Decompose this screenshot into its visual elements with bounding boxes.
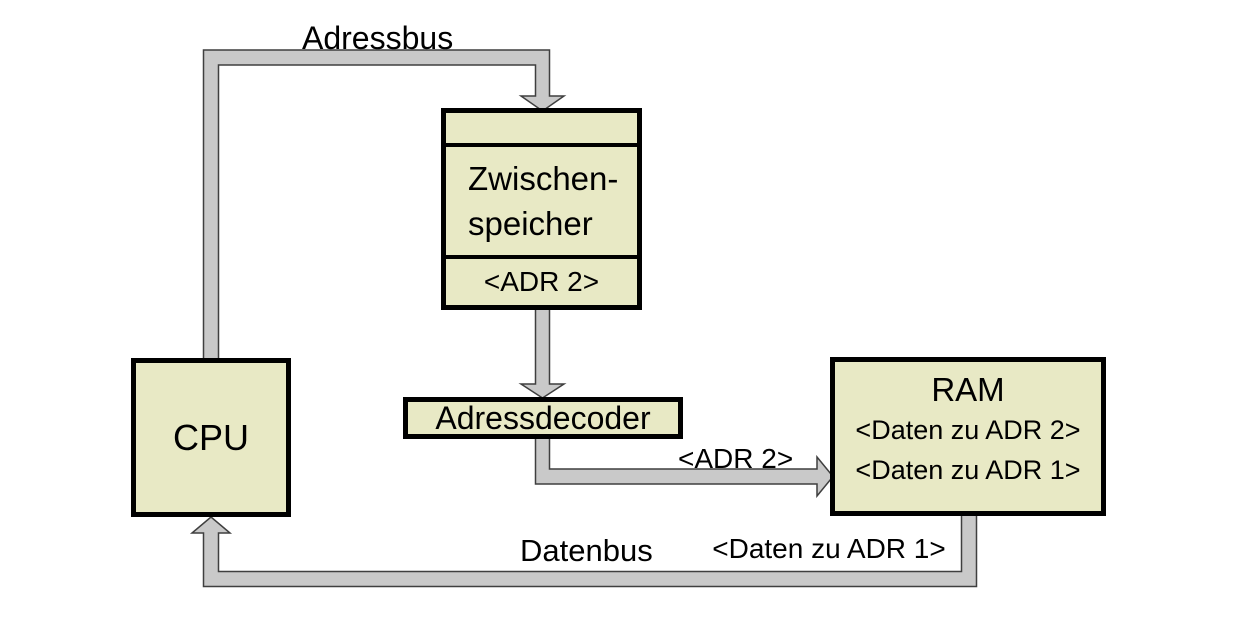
adr2-wire-label: <ADR 2> (678, 443, 794, 474)
adressbus-pipe-arrow (202, 49, 567, 364)
buffer-address-slot: <ADR 2> (446, 259, 637, 305)
cpu-node: CPU (131, 358, 291, 517)
buffer-to-decoder-pipe-arrow (518, 302, 567, 399)
daten-zu-adr1-wire-label: <Daten zu ADR 1> (698, 530, 960, 568)
ram-row-adr2: <Daten zu ADR 2> (855, 415, 1081, 445)
datenbus-label: Datenbus (520, 533, 653, 568)
buffer-title-line2: speicher (468, 205, 593, 242)
buffer-node: Zwischen- speicher <ADR 2> (441, 108, 642, 310)
datenbus-pipe-arrow (189, 511, 978, 588)
adressbus-label: Adressbus (302, 20, 454, 56)
cpu-label: CPU (172, 416, 249, 458)
buffer-title-line1: Zwischen- (468, 160, 619, 197)
buffer-address-value: <ADR 2> (483, 266, 600, 297)
address-decoder-label: Adressdecoder (435, 399, 651, 436)
buffer-empty-slot (446, 113, 637, 147)
address-decoder-node: Adressdecoder (403, 397, 683, 439)
decoder-to-ram-pipe-arrow (534, 434, 834, 499)
buffer-title: Zwischen- speicher (446, 147, 637, 259)
ram-row-adr1: <Daten zu ADR 1> (855, 455, 1081, 485)
ram-node: RAM <Daten zu ADR 2> <Daten zu ADR 1> (830, 357, 1106, 516)
ram-title: RAM (931, 371, 1005, 408)
